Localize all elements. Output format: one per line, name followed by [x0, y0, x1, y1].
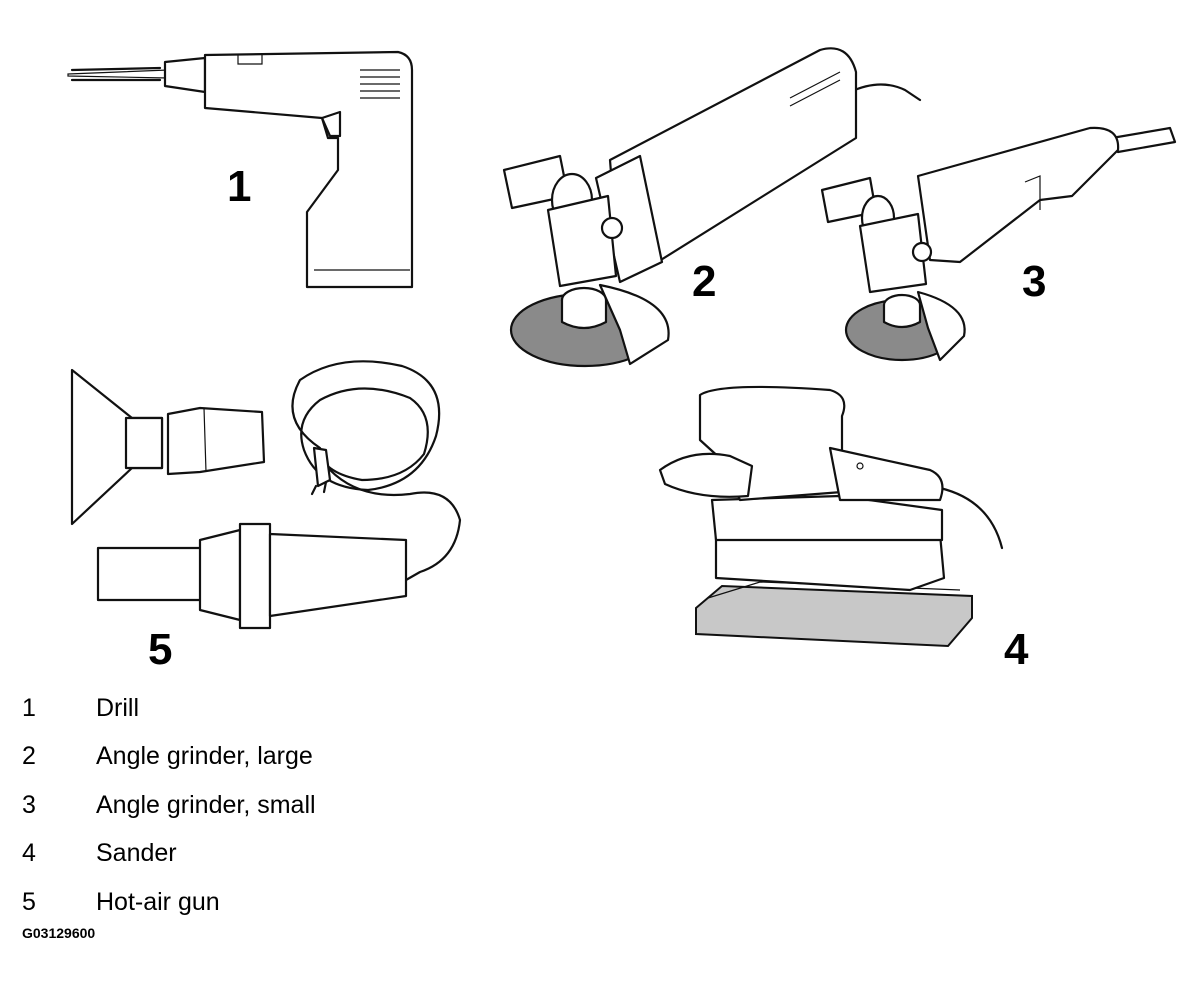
legend-number: 2 [22, 742, 36, 771]
legend-item: 1 Drill [22, 684, 316, 733]
legend-item: 5 Hot-air gun [22, 878, 316, 927]
callout-3: 3 [1022, 257, 1047, 306]
legend-item: 3 Angle grinder, small [22, 781, 316, 830]
legend-label: Drill [96, 693, 140, 722]
legend-number: 5 [22, 887, 36, 916]
legend-number: 1 [22, 693, 36, 722]
figure-code: G03129600 [22, 925, 96, 941]
legend-label: Sander [96, 839, 177, 868]
legend-item: 4 Sander [22, 830, 316, 879]
sander-illustration [658, 385, 1004, 648]
callout-4: 4 [1004, 625, 1029, 674]
legend-label: Hot-air gun [96, 887, 220, 916]
legend-number: 3 [22, 790, 36, 819]
legend-item: 2 Angle grinder, large [22, 733, 316, 782]
drill-illustration [67, 50, 414, 289]
callout-2: 2 [692, 257, 717, 306]
legend-label: Angle grinder, small [96, 790, 316, 819]
callout-5: 5 [148, 625, 173, 674]
tools-illustration [67, 47, 1177, 648]
legend-list: 1 Drill 2 Angle grinder, large 3 Angle g… [22, 684, 316, 927]
large-angle-grinder-illustration [502, 47, 922, 368]
small-angle-grinder-illustration [820, 126, 1177, 362]
legend-number: 4 [22, 839, 36, 868]
legend-label: Angle grinder, large [96, 742, 313, 771]
hot-air-gun-illustration [70, 360, 462, 630]
callout-1: 1 [227, 162, 252, 211]
